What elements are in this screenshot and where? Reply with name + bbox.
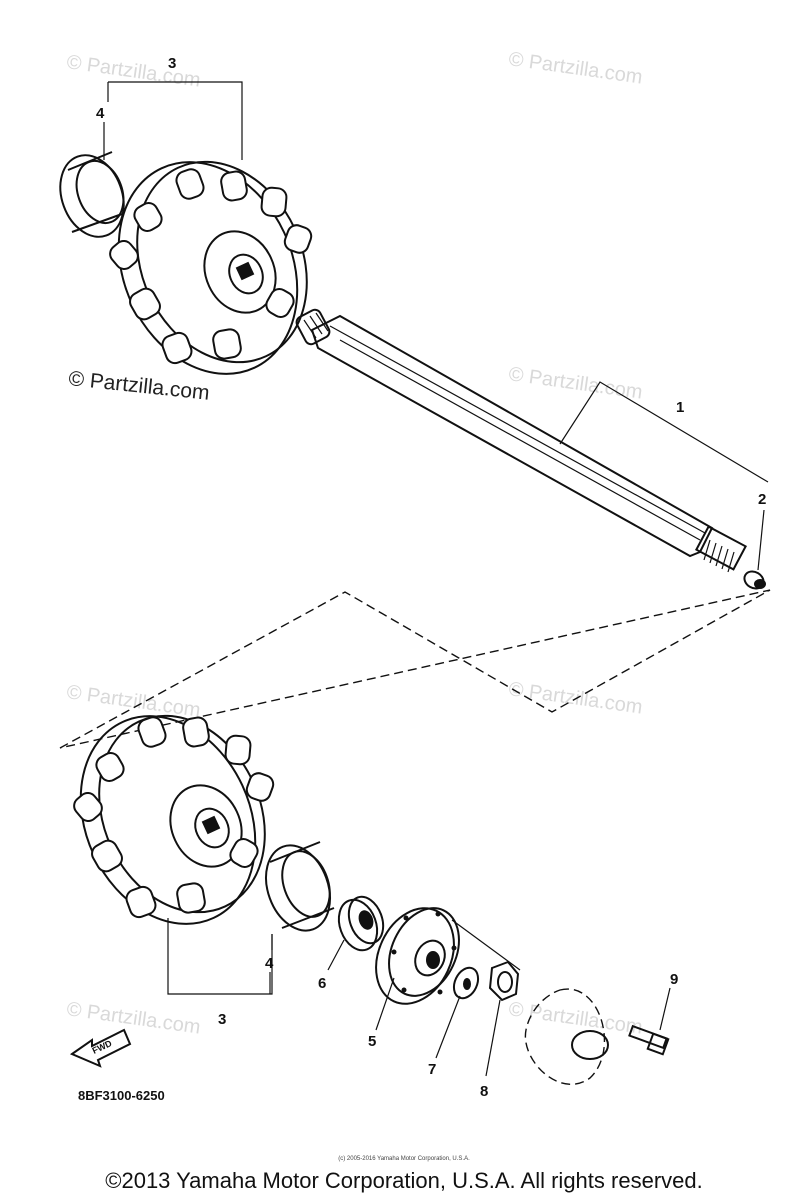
label-part-6: 6 xyxy=(318,975,326,992)
label-part-8: 8 xyxy=(480,1083,488,1100)
top-ring-drawing xyxy=(59,151,125,238)
nut-drawing xyxy=(488,960,520,1002)
bearing-drawing xyxy=(337,895,385,952)
watermark-bottom-left: © Partzilla.com xyxy=(65,998,202,1039)
shaft-drawing xyxy=(295,308,747,573)
watermarks: © Partzilla.com © Partzilla.com © Partzi… xyxy=(65,48,644,1039)
watermark-top-left: © Partzilla.com xyxy=(65,51,202,92)
label-part-5: 5 xyxy=(368,1033,376,1050)
small-copyright: (c) 2005-2016 Yamaha Motor Corporation, … xyxy=(338,1156,470,1162)
bottom-ring-drawing xyxy=(265,841,335,932)
part-2-drawing xyxy=(743,570,766,590)
watermark-top-right: © Partzilla.com xyxy=(507,48,644,89)
top-sprocket-drawing xyxy=(109,160,313,375)
diagram-code: 8BF3100-6250 xyxy=(78,1088,165,1103)
label-part-2: 2 xyxy=(758,491,766,508)
label-part-1: 1 xyxy=(676,399,684,416)
part-labels: 3 4 1 2 4 3 6 5 7 8 9 xyxy=(96,55,766,1100)
label-part-7: 7 xyxy=(428,1061,436,1078)
label-part-4-bottom: 4 xyxy=(265,955,274,972)
flange-drawing xyxy=(375,907,460,1005)
label-part-4-top: 4 xyxy=(96,105,105,122)
label-part-3-top: 3 xyxy=(168,55,176,72)
bottom-sprocket-drawing xyxy=(73,714,275,925)
assembly-outline xyxy=(59,589,771,749)
watermark-main: © Partzilla.com xyxy=(67,367,210,405)
fwd-arrow: FWD xyxy=(69,1028,132,1068)
washer-drawing xyxy=(452,966,480,1000)
copyright-notice: ©2013 Yamaha Motor Corporation, U.S.A. A… xyxy=(105,1168,702,1193)
watermark-middle-left: © Partzilla.com xyxy=(65,681,202,722)
watermark-middle-right: © Partzilla.com xyxy=(507,363,644,404)
end-plate-drawing xyxy=(524,988,670,1085)
leader-lines xyxy=(103,81,769,1077)
watermark-bottom-right: © Partzilla.com xyxy=(507,998,644,1039)
label-part-3-bottom: 3 xyxy=(218,1011,226,1028)
label-part-9: 9 xyxy=(670,971,678,988)
